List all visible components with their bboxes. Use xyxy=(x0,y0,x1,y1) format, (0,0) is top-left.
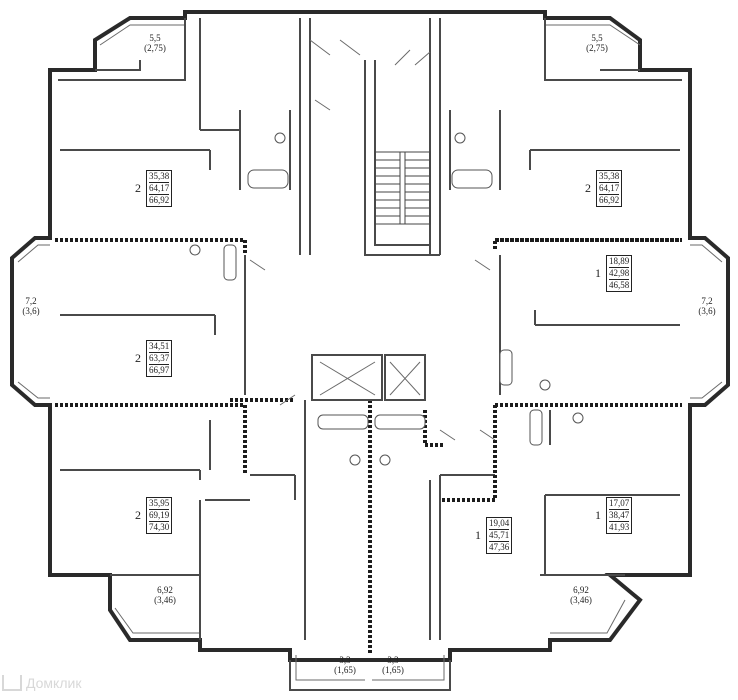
balcony-label-top-right: 5,5(2,75) xyxy=(586,33,608,53)
interior-walls xyxy=(58,18,682,640)
balcony-label-top-left: 5,5(2,75) xyxy=(144,33,166,53)
elevator-shaft-right xyxy=(384,354,426,401)
balcony-label-bottom-right: 6,92(3,46) xyxy=(570,585,592,605)
watermark: Домклик xyxy=(2,675,81,691)
balcony-glazing xyxy=(17,24,723,681)
doors xyxy=(249,39,496,441)
outer-wall xyxy=(10,10,730,662)
elevator-cross xyxy=(319,361,421,396)
balcony-label-bottom-left: 6,92(3,46) xyxy=(154,585,176,605)
unit-walls xyxy=(55,238,682,655)
balcony-label-mid-right: 7,2(3,6) xyxy=(698,296,716,316)
bathroom-fixtures xyxy=(189,132,584,466)
balcony-label-mid-left: 7,2(3,6) xyxy=(22,296,40,316)
house-icon xyxy=(2,675,22,691)
balcony-label-bottom-center-left: 3,3(1,65) xyxy=(334,655,356,675)
elevator-shaft-left xyxy=(311,354,383,401)
balcony-label-bottom-center-right: 3,3(1,65) xyxy=(382,655,404,675)
stairwell xyxy=(374,151,431,225)
